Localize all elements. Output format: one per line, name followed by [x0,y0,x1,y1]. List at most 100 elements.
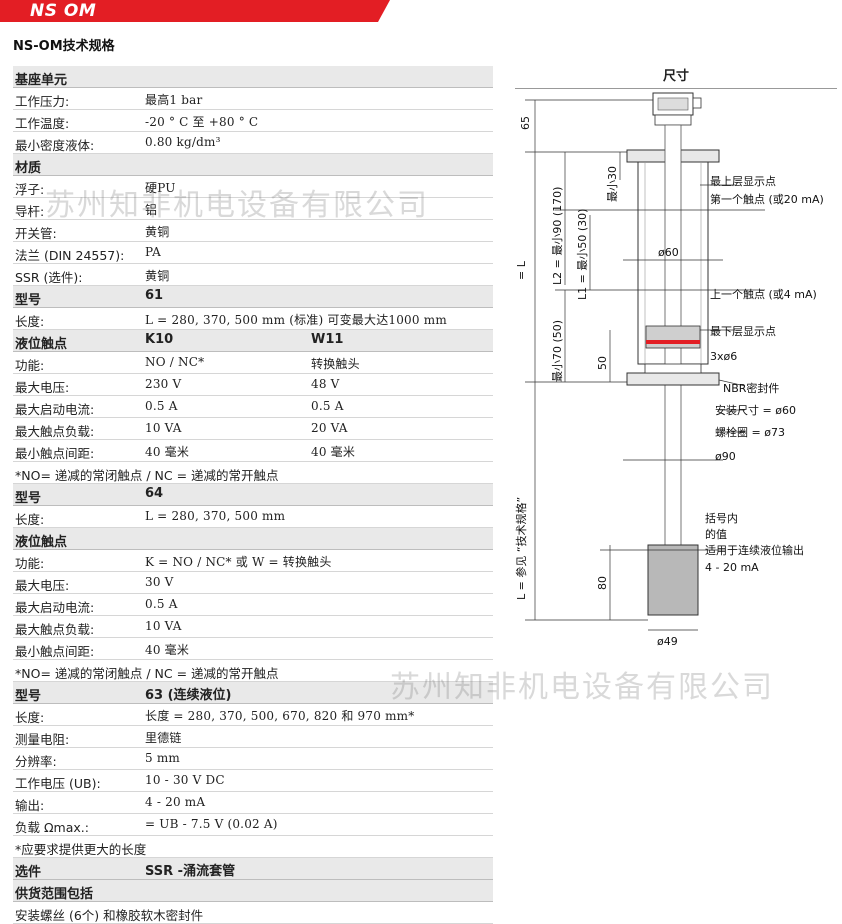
spec-label: 型号 [15,293,42,308]
spec-label: 长度: [15,314,45,329]
spec-row: 最大电压: 30 V [13,572,493,594]
spec-value: 40 毫米 [311,445,356,459]
spec-label: 长度: [15,710,45,725]
spec-label: *NO= 递减的常闭触点 / NC = 递减的常开触点 [15,468,279,483]
spec-row: 长度:L = 280, 370, 500 mm [13,506,493,528]
note-bracket-1: 括号内 [705,511,738,525]
spec-label: 最大电压: [15,578,70,593]
spec-value: 5 mm [145,751,181,765]
spec-row: 长度: 长度 = 280, 370, 500, 670, 820 和 970 mm… [13,704,493,726]
spec-row: 法兰 (DIN 24557): PA [13,242,493,264]
spec-label: 最小触点间距: [15,644,95,659]
spec-label: 法兰 (DIN 24557): [15,248,125,263]
connector-inner [657,97,689,111]
spec-row: 工作电压 (UB):10 - 30 V DC [13,770,493,792]
spec-label: *NO= 递减的常闭触点 / NC = 递减的常开触点 [15,666,279,681]
spec-row: 开关管: 黄铜 [13,220,493,242]
spec-value: 10 VA [145,421,182,435]
spec-value: 0.5 A [311,399,344,413]
label-upper-contact: 上一个触点 (或4 mA) [710,287,817,301]
spec-row: 浮子: 硬PU [13,176,493,198]
spec-row: 负载 Ωmax.:= UB - 7.5 V (0.02 A) [13,814,493,836]
spec-label: 选件 [15,865,42,880]
spec-value: 10 VA [145,619,182,633]
spec-value: 转换触头 [311,357,360,371]
spec-label: 输出: [15,798,45,813]
spec-label: 最大电压: [15,380,70,395]
dim-min30: 最小30 [606,166,619,202]
spec-row: 功能:NO / NC*转换触头 [13,352,493,374]
label-mount: 安装尺寸 = ø60 [715,403,796,417]
spec-row: 分辨率: 5 mm [13,748,493,770]
connector-gland [692,97,702,109]
spec-label: 浮子: [15,182,45,197]
label-bolt: 螺栓圈 = ø73 [715,425,785,439]
spec-value: 40 毫米 [145,445,190,459]
spec-row: 最大启动电流:0.5 A [13,594,493,616]
spec-label: 材质 [15,161,42,176]
spec-row: 工作压力: 最高1 bar [13,88,493,110]
label-first-contact: 第一个触点 (或20 mA) [710,192,824,206]
spec-value: 黄铜 [145,269,170,283]
spec-label: 液位触点 [15,337,68,352]
section-header: 基座单元 [13,66,493,88]
banner-shape [0,0,390,22]
dim-l1: L1 = 最小50 (30) [576,209,589,300]
spec-value: 长度 = 280, 370, 500, 670, 820 和 970 mm* [145,709,415,723]
spec-value: 里德链 [145,731,182,745]
spec-row: 导杆:铝 [13,198,493,220]
note-row: 安装螺丝 (6个) 和橡胶软木密封件 [13,902,493,924]
spec-label: *应要求提供更大的长度 [15,842,147,857]
spec-value: L = 280, 370, 500 mm (标准) 可变最大达1000 mm [145,313,447,327]
spec-row: 测量电阻:里德链 [13,726,493,748]
spec-row: 长度: L = 280, 370, 500 mm (标准) 可变最大达1000 m… [13,308,493,330]
spec-value: PA [145,245,162,259]
spec-value: 最高1 bar [145,93,203,107]
spec-value: 10 - 30 V DC [145,773,225,787]
spec-table: 基座单元工作压力: 最高1 bar 工作温度:-20 ° C 至 +80 ° C 最小… [13,66,493,924]
spec-label: 安装螺丝 (6个) 和橡胶软木密封件 [15,908,204,923]
spec-value: 0.80 kg/dm³ [145,135,221,149]
spec-row: 工作温度:-20 ° C 至 +80 ° C [13,110,493,132]
connector-base [654,114,692,126]
spec-label: 最小触点间距: [15,446,95,461]
spec-label: 工作压力: [15,94,70,109]
spec-value: 20 VA [311,421,348,435]
dim-eq-l: = L [515,260,528,280]
label-holes: 3xø6 [710,350,737,363]
spec-row: 最小触点间距: 40 毫米 40 毫米 [13,440,493,462]
spec-label: 开关管: [15,226,57,241]
label-top-display: 最上层显示点 [710,175,776,188]
dim-50: 50 [596,356,609,370]
spec-value: K10 [145,332,174,347]
section-header: 材质 [13,154,493,176]
page-title: NS-OM技术规格 [13,39,115,54]
bottom-float [647,544,699,616]
brand-banner: NS OM [0,0,390,22]
spec-value: W11 [311,332,344,347]
spec-label: 液位触点 [15,535,68,550]
spec-value: 30 V [145,575,174,589]
spec-value: 黄铜 [145,225,170,239]
spec-row: SSR (选件):黄铜 [13,264,493,286]
spec-label: 型号 [15,491,42,506]
label-nbr: NBR密封件 [723,381,779,395]
spec-label: 工作温度: [15,116,70,131]
spec-value: 230 V [145,377,182,391]
spec-label: 供货范围包括 [15,887,94,902]
lower-flange [626,372,720,386]
spec-value: 0.5 A [145,597,178,611]
note-row: *应要求提供更大的长度 [13,836,493,858]
float [645,325,701,349]
spec-label: 最大启动电流: [15,402,95,417]
spec-row: 功能:K = NO / NC* 或 W = 转换触头 [13,550,493,572]
spec-row: 输出:4 - 20 mA [13,792,493,814]
spec-label: 功能: [15,358,45,373]
spec-row: 最小触点间距:40 毫米 [13,638,493,660]
spec-value: 硬PU [145,181,176,195]
spec-label: 分辨率: [15,754,57,769]
